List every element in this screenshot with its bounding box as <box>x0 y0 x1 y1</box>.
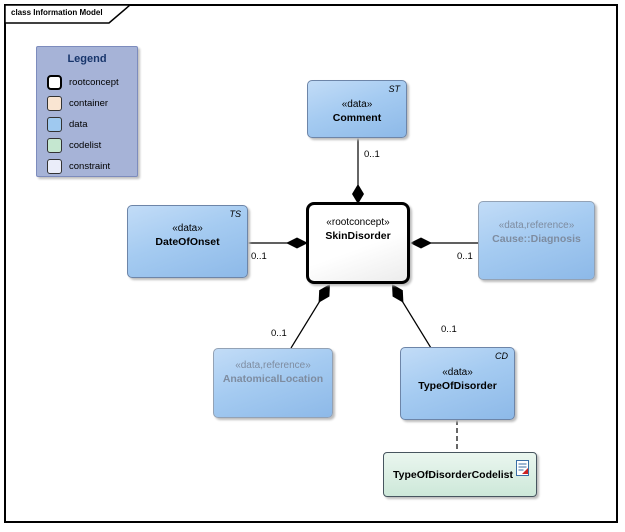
rootconcept-swatch <box>47 74 62 90</box>
node-dateofonset[interactable]: TS «data» DateOfOnset <box>127 205 248 278</box>
multiplicity-label: 0..1 <box>441 324 457 335</box>
diamond-skindisorder-diagnosis <box>410 237 432 249</box>
type-indicator-cd: CD <box>495 351 508 361</box>
node-cause-diagnosis[interactable]: «data,reference» Cause::Diagnosis <box>478 201 595 280</box>
stereotype: «data» <box>341 99 373 110</box>
container-swatch <box>47 95 62 111</box>
node-name: TypeOfDisorderCodelist <box>393 468 513 481</box>
node-name: Cause::Diagnosis <box>492 233 581 245</box>
node-name: Comment <box>332 112 382 124</box>
legend-item-rootconcept: rootconcept <box>47 74 119 90</box>
node-name: TypeOfDisorder <box>418 380 497 392</box>
diamond-comment-skindisorder <box>352 184 364 204</box>
node-skindisorder[interactable]: «rootconcept» SkinDisorder <box>306 202 410 284</box>
frame-tab-shape <box>4 4 133 24</box>
multiplicity-label: 0..1 <box>251 251 267 262</box>
multiplicity-label: 0..1 <box>271 328 287 339</box>
node-typeofdisordercodelist[interactable]: TypeOfDisorderCodelist <box>383 452 537 497</box>
diagram-frame <box>4 4 618 523</box>
document-icon <box>516 460 529 476</box>
node-anatomicallocation[interactable]: «data,reference» AnatomicalLocation <box>213 348 333 418</box>
legend-label: constraint <box>69 160 111 172</box>
diamond-skindisorder-anatomicallocation <box>318 284 330 303</box>
legend-title: Legend <box>67 53 107 65</box>
legend: Legend rootconcept container data codeli… <box>36 46 138 177</box>
diamond-skindisorder-typeofdisorder <box>392 284 404 303</box>
legend-item-data: data <box>47 116 88 132</box>
stereotype: «data,reference» <box>498 220 575 231</box>
codelist-swatch <box>47 137 62 153</box>
legend-label: data <box>69 118 88 130</box>
diagram-title: class Information Model <box>11 8 103 17</box>
multiplicity-label: 0..1 <box>364 149 380 160</box>
stereotype: «data» <box>172 223 203 234</box>
node-name: AnatomicalLocation <box>222 373 324 385</box>
legend-item-codelist: codelist <box>47 137 101 153</box>
constraint-swatch <box>47 158 62 174</box>
type-indicator-st: ST <box>388 84 400 94</box>
legend-label: container <box>69 97 109 109</box>
legend-item-container: container <box>47 95 108 111</box>
node-name: SkinDisorder <box>325 230 391 242</box>
multiplicity-label: 0..1 <box>457 251 473 262</box>
node-name: DateOfOnset <box>155 236 220 248</box>
diamond-dateofonset-skindisorder <box>286 237 308 249</box>
stereotype: «rootconcept» <box>326 217 390 228</box>
node-typeofdisorder[interactable]: CD «data» TypeOfDisorder <box>400 347 515 420</box>
legend-label: codelist <box>69 139 102 151</box>
legend-label: rootconcept <box>69 76 119 88</box>
stereotype: «data,reference» <box>235 360 311 371</box>
type-indicator-ts: TS <box>229 209 241 219</box>
legend-item-constraint: constraint <box>47 158 110 174</box>
node-comment[interactable]: ST «data» Comment <box>307 80 407 138</box>
stereotype: «data» <box>442 367 473 378</box>
data-swatch <box>47 116 62 132</box>
